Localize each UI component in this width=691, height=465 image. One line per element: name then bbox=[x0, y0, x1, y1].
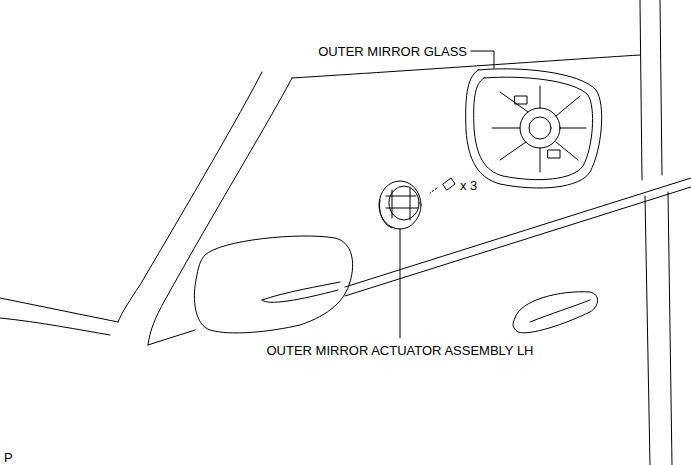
actuator-detail bbox=[386, 188, 418, 220]
part-name: OUTER MIRROR ACTUATOR ASSEMBLY LH bbox=[266, 343, 533, 358]
door-handle bbox=[530, 300, 590, 322]
glass-clip bbox=[515, 96, 527, 104]
actuator bbox=[379, 181, 421, 229]
mirror-glass bbox=[466, 69, 602, 188]
glass-clip bbox=[548, 150, 560, 158]
leader-line bbox=[471, 51, 494, 68]
hood-line bbox=[0, 318, 110, 335]
pillar-line bbox=[118, 72, 262, 322]
door-edge bbox=[668, 192, 672, 465]
door-edge bbox=[640, 0, 642, 180]
part-name: OUTER MIRROR GLASS bbox=[318, 44, 467, 59]
actuator bbox=[380, 200, 393, 228]
turn-lamp bbox=[262, 282, 340, 302]
quantity-label: x 3 bbox=[460, 178, 477, 193]
belt-line bbox=[345, 178, 691, 287]
mirror-glass bbox=[474, 77, 593, 179]
mirror-housing bbox=[194, 236, 352, 333]
page-mark: P bbox=[4, 450, 13, 465]
glass-mount bbox=[529, 117, 551, 139]
actuator bbox=[389, 186, 419, 220]
door-handle bbox=[513, 292, 597, 333]
screw-axis bbox=[430, 188, 437, 193]
door-line bbox=[148, 330, 195, 345]
door-edge bbox=[645, 196, 650, 465]
belt-line bbox=[345, 187, 691, 296]
leader-line bbox=[400, 229, 401, 338]
door-edge bbox=[660, 0, 662, 175]
hood-line bbox=[0, 298, 118, 322]
pillar-line bbox=[148, 78, 292, 345]
screw-symbol bbox=[443, 178, 455, 190]
glass-ribs bbox=[492, 86, 586, 172]
